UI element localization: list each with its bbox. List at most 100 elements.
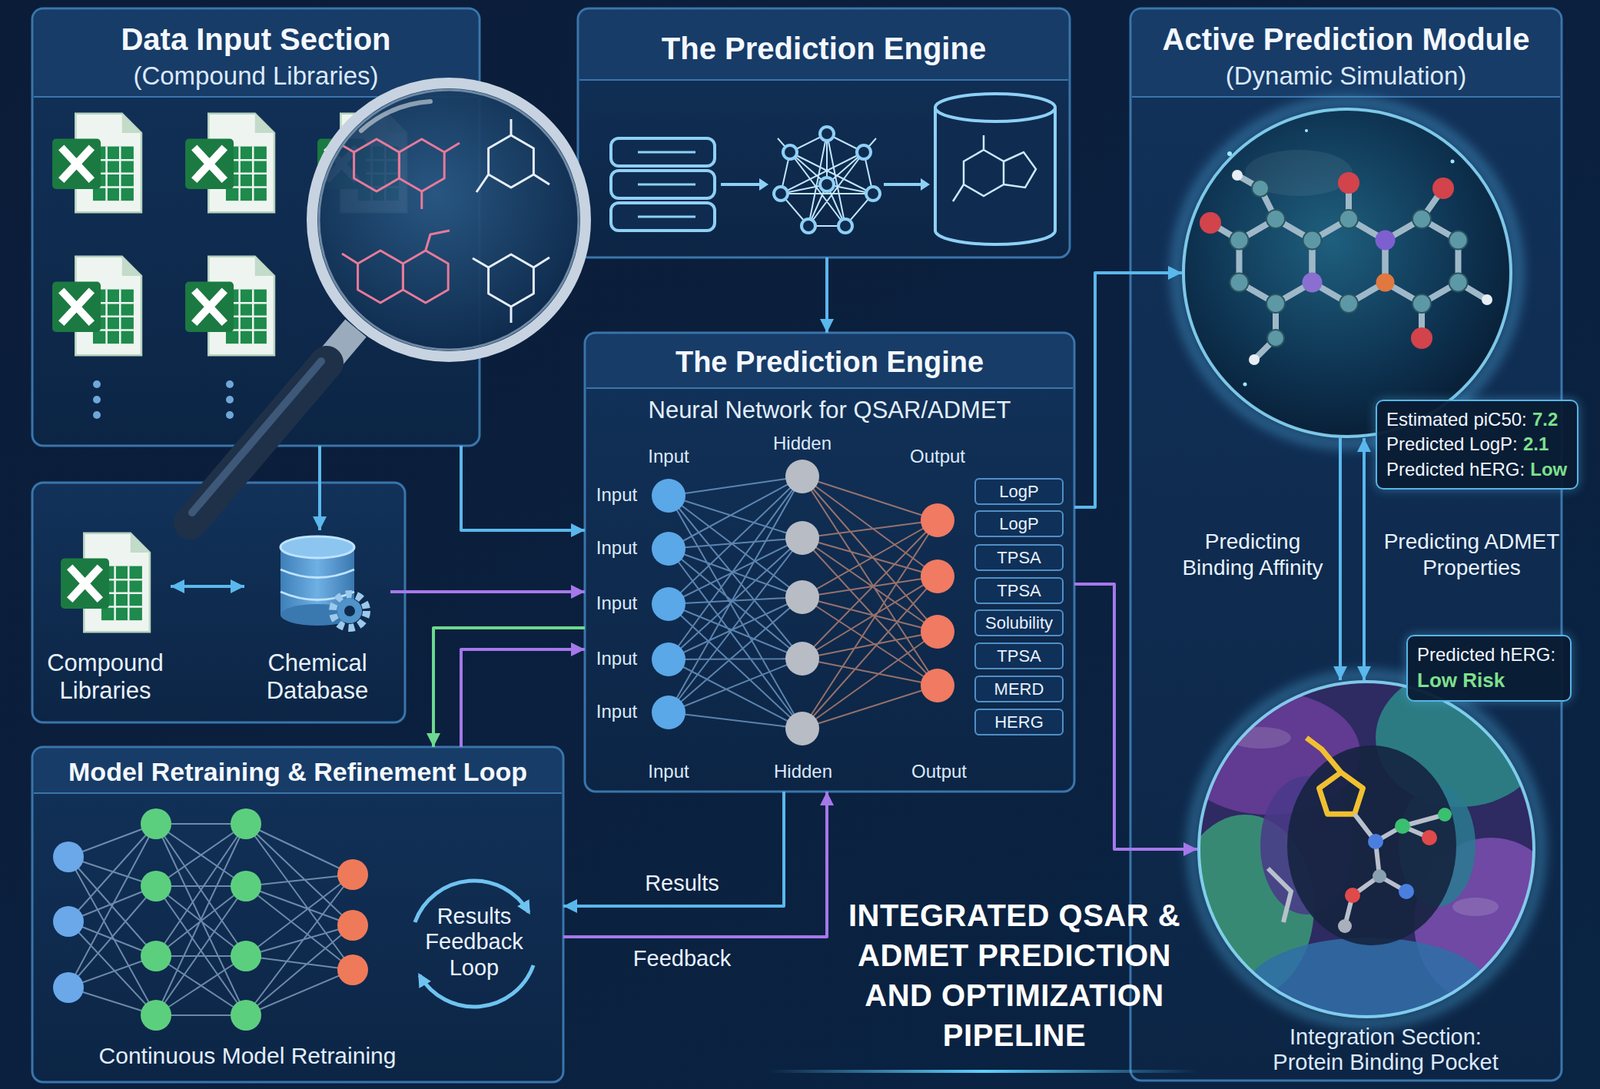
- text-slot: Predicting ADMET Properties: [1375, 528, 1568, 581]
- engine-icons: [783, 145, 797, 160]
- panel-frames: [32, 746, 564, 1083]
- retraining-network: [230, 808, 262, 840]
- edge-label: Results: [637, 869, 727, 897]
- connector-arrow: [318, 445, 322, 531]
- engine-network: [920, 614, 955, 649]
- panel-subtitle: (Dynamic Simulation): [1130, 60, 1562, 92]
- molecule-sphere: [1312, 219, 1386, 304]
- molecule-sphere: [1227, 129, 1455, 387]
- magnifier: [361, 101, 431, 131]
- text-slot: The Prediction Engine: [577, 29, 1070, 67]
- callout-row: Predicted hERG:Low: [1386, 457, 1568, 482]
- molecule-sphere: [1244, 149, 1353, 196]
- panel: Model Retraining & Refinement LoopContin…: [32, 746, 564, 1083]
- binding-pocket: [1337, 919, 1352, 933]
- callout-row: Low Risk: [1417, 667, 1561, 694]
- retraining-network: [337, 909, 369, 941]
- panel-title: The Prediction Engine: [584, 345, 1075, 381]
- layer-label: Hidden: [764, 760, 842, 784]
- molecule-sphere: [1376, 273, 1395, 293]
- icon-label: Chemical Database: [244, 649, 391, 704]
- text-slot: Predicting Binding Affinity: [1175, 528, 1330, 581]
- magnifier: [318, 89, 579, 350]
- binding-pocket: [1398, 883, 1415, 900]
- retraining-network: [230, 940, 262, 972]
- molecule-sphere: [1450, 159, 1455, 164]
- edge-label: Predicting Binding Affinity: [1175, 528, 1330, 581]
- output-tag: MERD: [974, 675, 1064, 703]
- molecule-sphere: [1385, 219, 1459, 304]
- continuation-dots: [225, 395, 234, 404]
- database-icon: [280, 569, 355, 601]
- binding-pocket: [1394, 818, 1411, 834]
- layer-label: Input: [630, 445, 708, 469]
- connector-arrow: [1074, 272, 1182, 508]
- engine-network: [785, 580, 820, 615]
- text-slot: Input: [587, 537, 646, 560]
- binding-pocket: [1452, 897, 1499, 917]
- caption: Integration Section: Protein Binding Poc…: [1258, 1024, 1513, 1076]
- engine-network: [920, 503, 955, 703]
- layer-label: Input: [630, 760, 708, 784]
- sphere-outline: [1181, 107, 1513, 439]
- engine-icons: [773, 186, 788, 201]
- sphere-outline: [1197, 680, 1536, 1019]
- molecule-sphere: [1302, 272, 1323, 293]
- callout-text: 2.1: [1523, 431, 1549, 457]
- binding-pocket: [1421, 829, 1438, 846]
- molecule-sphere: [1449, 273, 1468, 293]
- layer-label: Input: [587, 647, 646, 671]
- magnifier: [358, 250, 404, 303]
- magnifier: [316, 87, 581, 352]
- molecule-sphere: [1239, 219, 1313, 304]
- sphere-outline: [1183, 109, 1511, 437]
- panel-title: Active Prediction Module: [1130, 20, 1562, 58]
- layer-label: Input: [587, 484, 646, 507]
- retraining-network: [68, 823, 353, 1016]
- panel-title: Data Input Section: [32, 20, 480, 58]
- output-tag: LogP: [974, 478, 1064, 505]
- engine-network: [668, 476, 803, 729]
- panel-title: Model Retraining & Refinement Loop: [32, 756, 564, 788]
- magnifier: [338, 142, 460, 210]
- molecule-sphere: [1339, 294, 1358, 313]
- panel-caption: Continuous Model Retraining: [63, 1042, 432, 1070]
- binding-pocket: [1306, 737, 1364, 814]
- callout-text: Low Risk: [1417, 667, 1505, 694]
- continuation-dots: [92, 411, 101, 419]
- database-icon: [280, 536, 355, 558]
- retraining-network: [53, 841, 84, 1003]
- callout-text: 7.2: [1532, 407, 1558, 432]
- text-slot: Input: [587, 647, 646, 671]
- engine-network: [920, 668, 955, 703]
- engine-icons: [866, 186, 880, 201]
- text-slot: Input: [630, 445, 708, 469]
- engine-network: [651, 587, 686, 621]
- engine-icons: [777, 133, 877, 226]
- icon-node: Compound Libraries: [39, 522, 171, 715]
- engine-network: [785, 711, 820, 746]
- pocket-sphere: Predicted hERG:Low RiskIntegration Secti…: [1197, 680, 1536, 1019]
- engine-icons: [819, 177, 834, 192]
- molecule-sphere: [1251, 179, 1269, 197]
- binding-pocket: [1175, 668, 1568, 1046]
- database-icon: [332, 594, 367, 628]
- molecule-sphere: [1230, 273, 1249, 293]
- retraining-network: [337, 859, 369, 986]
- molecule-sphere: [1266, 294, 1285, 313]
- callout-box: Predicted hERG:Low Risk: [1406, 634, 1572, 702]
- callout-row: Predicted LogP:2.1: [1386, 431, 1568, 457]
- text-slot: Input: [587, 592, 646, 615]
- diagram-title: INTEGRATED QSAR & ADMET PREDICTION AND O…: [841, 895, 1188, 1056]
- engine-network: [651, 531, 686, 566]
- database-icon: [337, 598, 362, 624]
- retraining-network: [53, 841, 84, 873]
- text-slot: Output: [899, 445, 976, 469]
- text-slot: Feedback: [630, 945, 734, 973]
- text-slot: Neural Network for QSAR/ADMET: [584, 395, 1075, 425]
- text-slot: The Prediction Engine: [584, 345, 1075, 381]
- continuation-dots: [92, 380, 234, 419]
- text-slot: Output: [900, 760, 978, 784]
